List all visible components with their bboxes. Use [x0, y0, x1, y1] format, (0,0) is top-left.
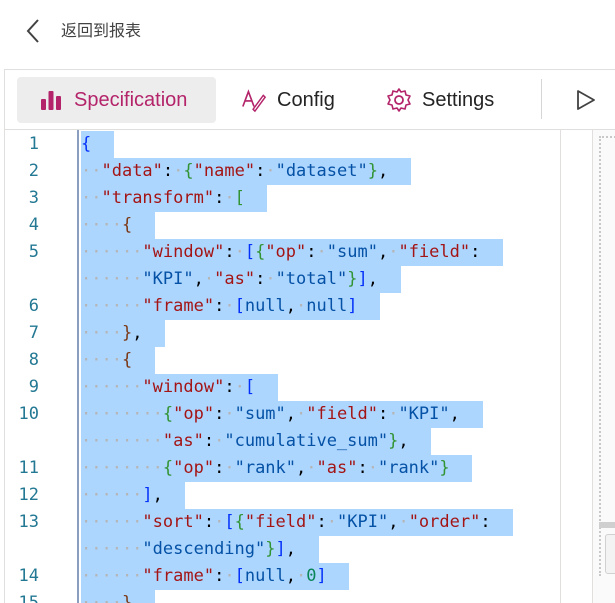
- line-number: 10: [18, 404, 39, 424]
- editor-margin: [77, 130, 79, 603]
- code-line: ········{"op":·"sum",·"field":·"KPI",: [81, 404, 460, 424]
- code-line: ········{"op":·"rank",·"as":·"rank"}: [81, 458, 450, 478]
- tab-specification-label: Specification: [74, 88, 188, 111]
- code-line: ········"as":·"cumulative_sum"},: [81, 431, 409, 451]
- selection-highlight: [81, 320, 165, 347]
- gear-icon: [386, 87, 412, 113]
- selection-highlight: [81, 428, 431, 455]
- play-icon: [577, 90, 595, 110]
- line-number: 9: [28, 377, 39, 397]
- line-number: 6: [28, 296, 39, 316]
- line-number: 14: [18, 566, 39, 586]
- code-line: ····{: [81, 350, 133, 370]
- preview-control[interactable]: [605, 534, 615, 574]
- code-line: ··"data":·{"name":·"dataset"},: [81, 161, 389, 181]
- selection-highlight: [81, 590, 155, 603]
- tab-bar: Specification Config Settings: [5, 70, 615, 130]
- line-number: 4: [28, 215, 39, 235]
- vertical-scrollbar[interactable]: [560, 130, 592, 603]
- editor-panel: Specification Config Settings: [4, 69, 615, 603]
- tab-config[interactable]: Config: [241, 77, 335, 123]
- selection-highlight: [81, 455, 472, 482]
- bar-chart-icon: [38, 87, 64, 113]
- text-edit-icon: [241, 87, 267, 113]
- tab-specification[interactable]: Specification: [17, 77, 216, 123]
- tab-settings-label: Settings: [422, 88, 495, 111]
- code-line: ······"sort":·[{"field":·"KPI",·"order":: [81, 512, 491, 532]
- back-button[interactable]: [18, 16, 48, 46]
- selection-highlight: [81, 266, 401, 293]
- code-line: ······"window":·[: [81, 377, 256, 397]
- back-label[interactable]: 返回到报表: [61, 21, 142, 40]
- selection-highlight: [81, 239, 503, 266]
- line-number: 8: [28, 350, 39, 370]
- toolbar-divider: [541, 79, 542, 119]
- code-line: ······"descending"}],: [81, 539, 296, 559]
- code-line: ······"frame":·[null,·0]: [81, 566, 327, 586]
- top-bar: 返回到报表: [0, 0, 615, 64]
- code-line: ····},: [81, 323, 143, 343]
- selection-highlight: [81, 293, 380, 320]
- selection-highlight: [81, 509, 513, 536]
- line-number: 2: [28, 161, 39, 181]
- tab-config-label: Config: [277, 88, 335, 111]
- selection-highlight: [81, 536, 319, 563]
- line-number: 12: [18, 485, 39, 505]
- line-number: 15: [18, 593, 39, 603]
- code-line: ··"transform":·[: [81, 188, 245, 208]
- selection-highlight: [81, 563, 349, 590]
- code-line: ····{: [81, 215, 133, 235]
- line-number: 3: [28, 188, 39, 208]
- code-line: ······"KPI",·"as":·"total"}],: [81, 269, 378, 289]
- run-button[interactable]: [571, 86, 599, 114]
- code-line: ······"window":·[{"op":·"sum",·"field":: [81, 242, 481, 262]
- selection-highlight: [81, 212, 155, 239]
- chevron-left-icon: [26, 19, 39, 43]
- selection-highlight: [81, 131, 114, 158]
- selection-highlight: [81, 374, 278, 401]
- code-line: ······],: [81, 485, 163, 505]
- selection-highlight: [81, 401, 483, 428]
- line-number: 13: [18, 512, 39, 532]
- line-number: 7: [28, 323, 39, 343]
- line-number: 5: [28, 242, 39, 262]
- code-line: ······"frame":·[null,·null]: [81, 296, 358, 316]
- selection-highlight: [81, 482, 185, 509]
- tab-settings[interactable]: Settings: [386, 77, 494, 123]
- code-line: {: [81, 134, 92, 154]
- code-line: ····}: [81, 593, 133, 603]
- line-number: 11: [18, 458, 39, 478]
- line-number: 1: [28, 134, 39, 154]
- preview-frame: [599, 136, 615, 576]
- preview-scrollbar[interactable]: [599, 522, 615, 528]
- selection-highlight: [81, 347, 155, 374]
- preview-pane: [592, 130, 615, 603]
- selection-highlight: [81, 185, 267, 212]
- selection-highlight: [81, 158, 411, 185]
